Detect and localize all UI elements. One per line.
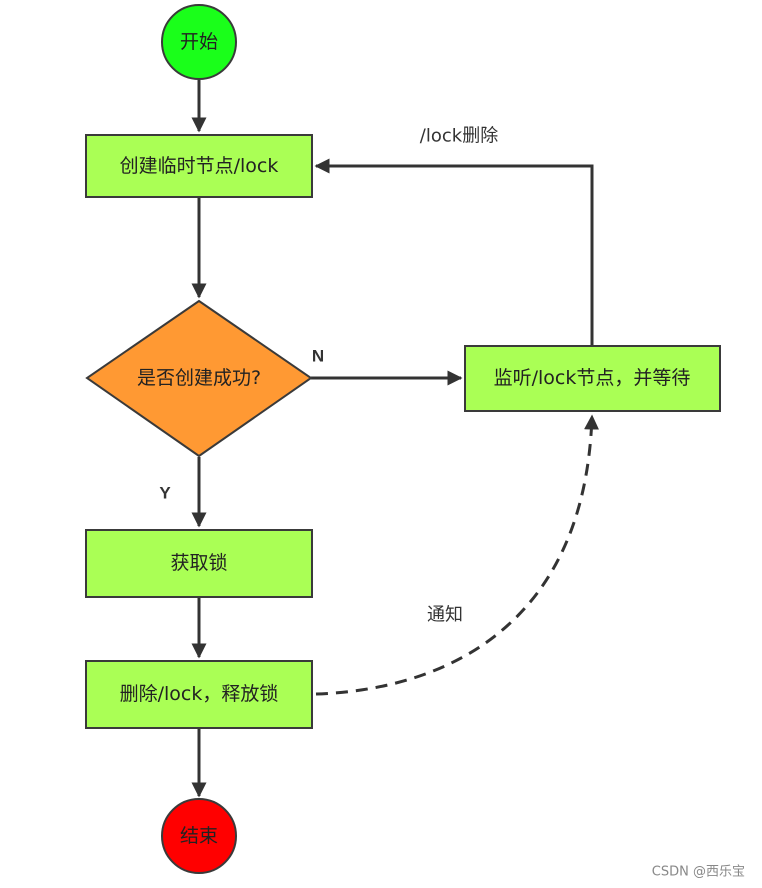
edge-listen-to-create [314,158,594,346]
create-node: 创建临时节点/lock [85,134,313,198]
release-node: 删除/lock，释放锁 [85,660,313,729]
listen-node: 监听/lock节点，并等待 [464,345,721,412]
edge-release-to-listen-notify [315,414,600,696]
end-label: 结束 [180,825,218,847]
start-node: 开始 [161,4,237,80]
notify-label: 通知 [427,605,463,626]
create-label: 创建临时节点/lock [120,155,279,177]
no-branch-label: N [312,347,324,366]
decision-label: 是否创建成功? [137,367,261,389]
end-node: 结束 [161,798,237,874]
start-label: 开始 [180,31,218,53]
decision-node: 是否创建成功? [85,299,313,458]
listen-label: 监听/lock节点，并等待 [494,367,691,389]
release-label: 删除/lock，释放锁 [120,683,279,705]
lock-deleted-label: /lock删除 [420,126,498,147]
acquire-node: 获取锁 [85,529,313,598]
yes-branch-label: Y [159,484,171,503]
watermark-text: CSDN @西乐宝 [652,865,745,880]
acquire-label: 获取锁 [170,552,227,574]
